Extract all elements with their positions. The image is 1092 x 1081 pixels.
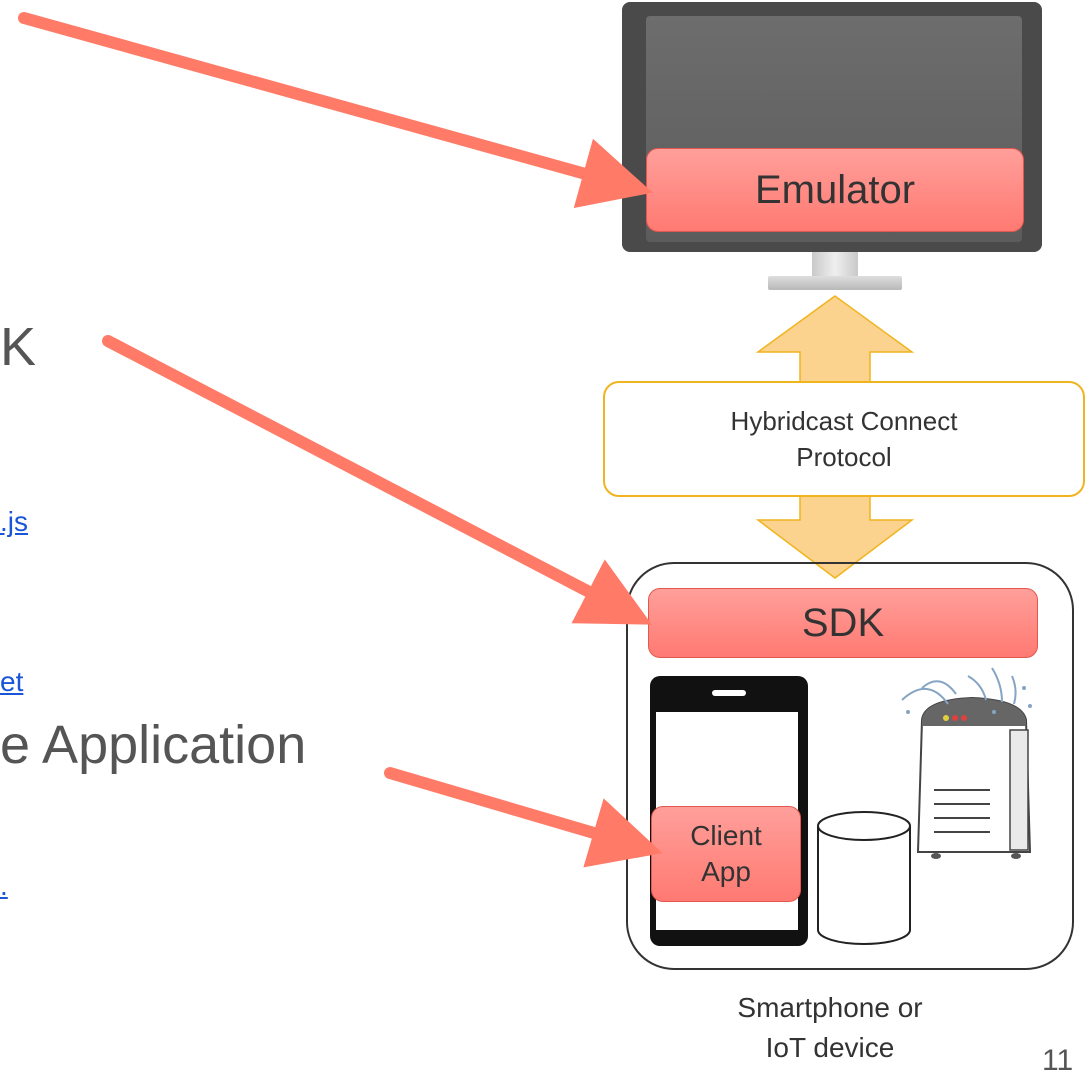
protocol-box: Hybridcast Connect Protocol <box>603 381 1085 497</box>
device-caption-line1: Smartphone or <box>737 992 923 1023</box>
sdk-box: SDK <box>648 588 1038 658</box>
arrow-to-client-app <box>384 767 663 868</box>
device-container <box>626 562 1074 970</box>
smartphone-speaker <box>712 690 746 696</box>
sdk-label: SDK <box>801 600 885 645</box>
protocol-label-line1: Hybridcast Connect <box>730 406 958 436</box>
arrow-to-emulator <box>18 12 653 209</box>
application-heading-fragment: e Application <box>0 715 307 775</box>
database-cylinder-icon <box>817 811 911 945</box>
device-caption-line2: IoT device <box>765 1032 895 1063</box>
link-fragment-dot[interactable]: . <box>0 870 8 901</box>
emulator-box: Emulator <box>646 148 1024 232</box>
device-caption: Smartphone or IoT device <box>680 988 980 1068</box>
client-app-label-line2: App <box>701 856 751 887</box>
client-app-label-line1: Client <box>690 820 762 851</box>
page-number: 11 <box>1042 1044 1074 1077</box>
monitor-stand <box>812 252 858 278</box>
pointer-arrows <box>18 12 663 868</box>
air-purifier-icon <box>901 667 1032 859</box>
sdk-heading-fragment: K <box>0 317 37 377</box>
arrow-to-sdk <box>102 335 652 625</box>
client-app-box: Client App <box>651 806 801 902</box>
link-fragment-et[interactable]: et <box>0 666 24 697</box>
link-fragment-js[interactable]: .js <box>0 506 28 537</box>
monitor-base <box>768 276 902 290</box>
emulator-label: Emulator <box>754 167 916 212</box>
protocol-label-line2: Protocol <box>796 442 892 472</box>
